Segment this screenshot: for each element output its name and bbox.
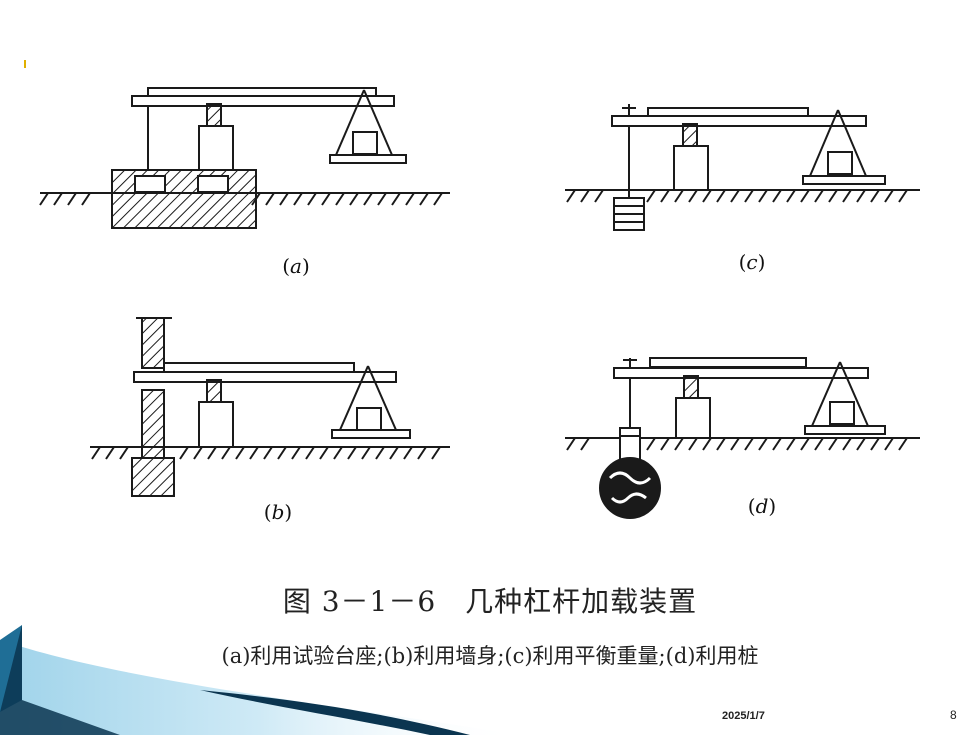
wall-upper: [141, 317, 165, 369]
panel-c: [565, 104, 920, 231]
jack-body: [673, 145, 709, 191]
jack-piston: [206, 103, 222, 127]
weight-pan: [804, 425, 886, 435]
test-bed-block: [111, 169, 257, 229]
panel-b: [90, 317, 450, 497]
weight-pan: [331, 429, 411, 439]
weight-block: [829, 401, 855, 425]
weight-block: [827, 151, 853, 175]
panel-label-c: (c): [738, 250, 766, 274]
wall-lower: [141, 389, 165, 459]
figure-title: 图 3－1－6 几种杠杆加载装置: [282, 585, 698, 618]
footer-date: 2025/1/7: [722, 710, 765, 722]
wall-footing: [131, 457, 175, 497]
panel-label-d: (d): [747, 494, 777, 518]
panel-a: [39, 87, 450, 229]
counterweight-stack: [613, 197, 645, 231]
weight-pan: [329, 154, 407, 164]
lever-beam: [133, 371, 397, 383]
jack-piston: [682, 123, 698, 147]
lever-beam: [611, 115, 867, 127]
footer-page-number: 8: [950, 708, 957, 722]
weight-pan: [802, 175, 886, 185]
jack-piston: [206, 379, 222, 403]
lever-beam: [613, 367, 869, 379]
pile-bulb: [599, 457, 661, 519]
lever-beam: [131, 95, 395, 107]
weight-block: [352, 131, 378, 155]
jack-body: [198, 401, 234, 448]
bullet-mark: [24, 60, 26, 68]
jack-body: [198, 125, 234, 171]
jack-piston: [683, 375, 699, 399]
panel-d: [565, 357, 920, 519]
panel-label-a: (a): [282, 254, 310, 278]
weight-block: [356, 407, 382, 431]
jack-body: [675, 397, 711, 439]
pile-shaft: [619, 427, 641, 463]
figure-subtitle: (a)利用试验台座;(b)利用墙身;(c)利用平衡重量;(d)利用桩: [221, 644, 759, 668]
panel-label-b: (b): [263, 500, 293, 524]
slide-decoration: [0, 625, 520, 735]
